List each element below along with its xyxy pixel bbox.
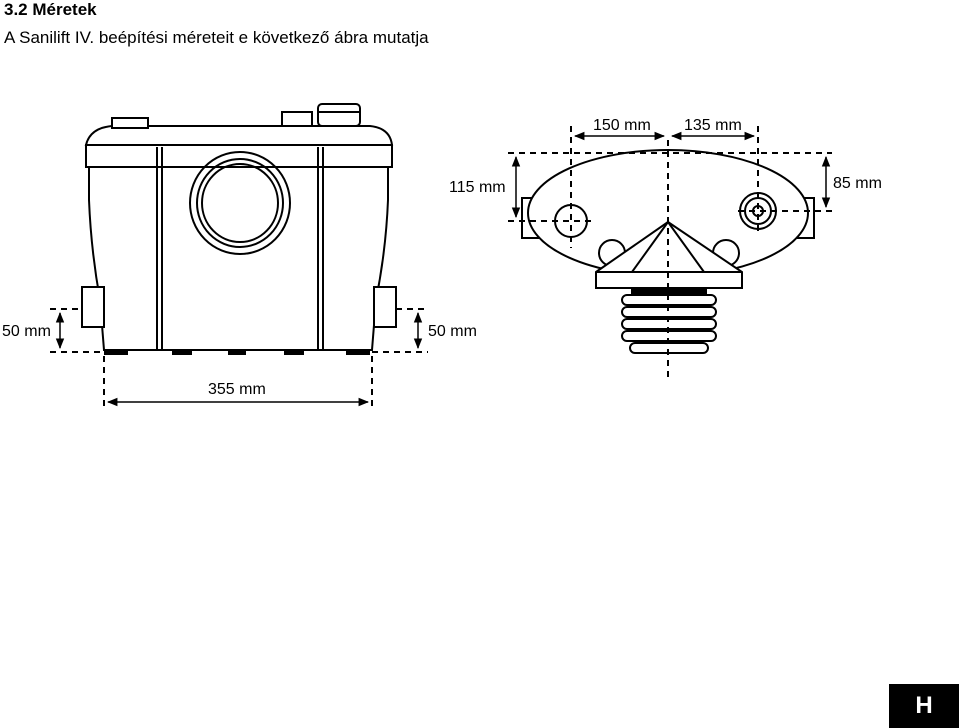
dim-left-height-label: 50 mm	[2, 323, 51, 340]
dim-right-height-label: 50 mm	[428, 323, 477, 340]
top-view-dimensions: 150 mm 135 mm 115 mm 85 mm	[449, 117, 882, 219]
front-view-dimensions: 50 mm 50 mm 355 mm	[2, 308, 477, 408]
section-heading: 3.2 Méretek	[4, 0, 97, 19]
front-view-pump	[81, 103, 397, 355]
dim-right-depth-label: 85 mm	[833, 175, 882, 192]
dim-width-label: 355 mm	[208, 381, 266, 398]
dim-top-left-label: 150 mm	[593, 117, 651, 134]
language-badge: H	[889, 684, 959, 728]
dim-left-depth-label: 115 mm	[449, 179, 506, 196]
dim-top-right-label: 135 mm	[684, 117, 742, 134]
top-view-centerlines	[508, 126, 832, 378]
section-subtitle: A Sanilift IV. beépítési méreteit e köve…	[4, 28, 429, 47]
